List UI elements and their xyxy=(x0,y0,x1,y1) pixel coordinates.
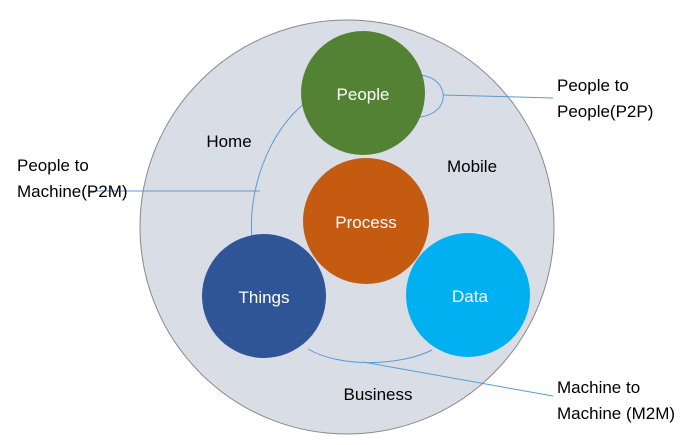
m2m-label-line2: Machine (M2M) xyxy=(557,404,675,423)
people-label: People xyxy=(337,85,390,104)
p2p-label-line1: People to xyxy=(557,76,629,95)
process-circle xyxy=(303,158,429,284)
m2m-label-line1: Machine to xyxy=(557,378,640,397)
zone-business: Business xyxy=(344,385,413,404)
p2p-arc xyxy=(419,74,444,118)
data-circle xyxy=(406,233,530,357)
p2p-label-line2: People(P2P) xyxy=(557,102,653,121)
m2m-leader xyxy=(362,361,554,397)
data-label: Data xyxy=(452,287,488,306)
connectors xyxy=(90,74,554,397)
p2m-arc xyxy=(250,101,307,239)
p2m-label-line1: People to xyxy=(17,156,89,175)
zone-mobile: Mobile xyxy=(447,157,497,176)
p2m-label-line2: Machine(P2M) xyxy=(17,182,128,201)
things-circle xyxy=(202,234,326,358)
things-label: Things xyxy=(238,288,289,307)
p2p-leader xyxy=(442,94,554,99)
process-label: Process xyxy=(335,213,396,232)
people-circle xyxy=(301,31,425,155)
m2m-arc xyxy=(307,348,433,364)
zone-home: Home xyxy=(206,132,251,151)
